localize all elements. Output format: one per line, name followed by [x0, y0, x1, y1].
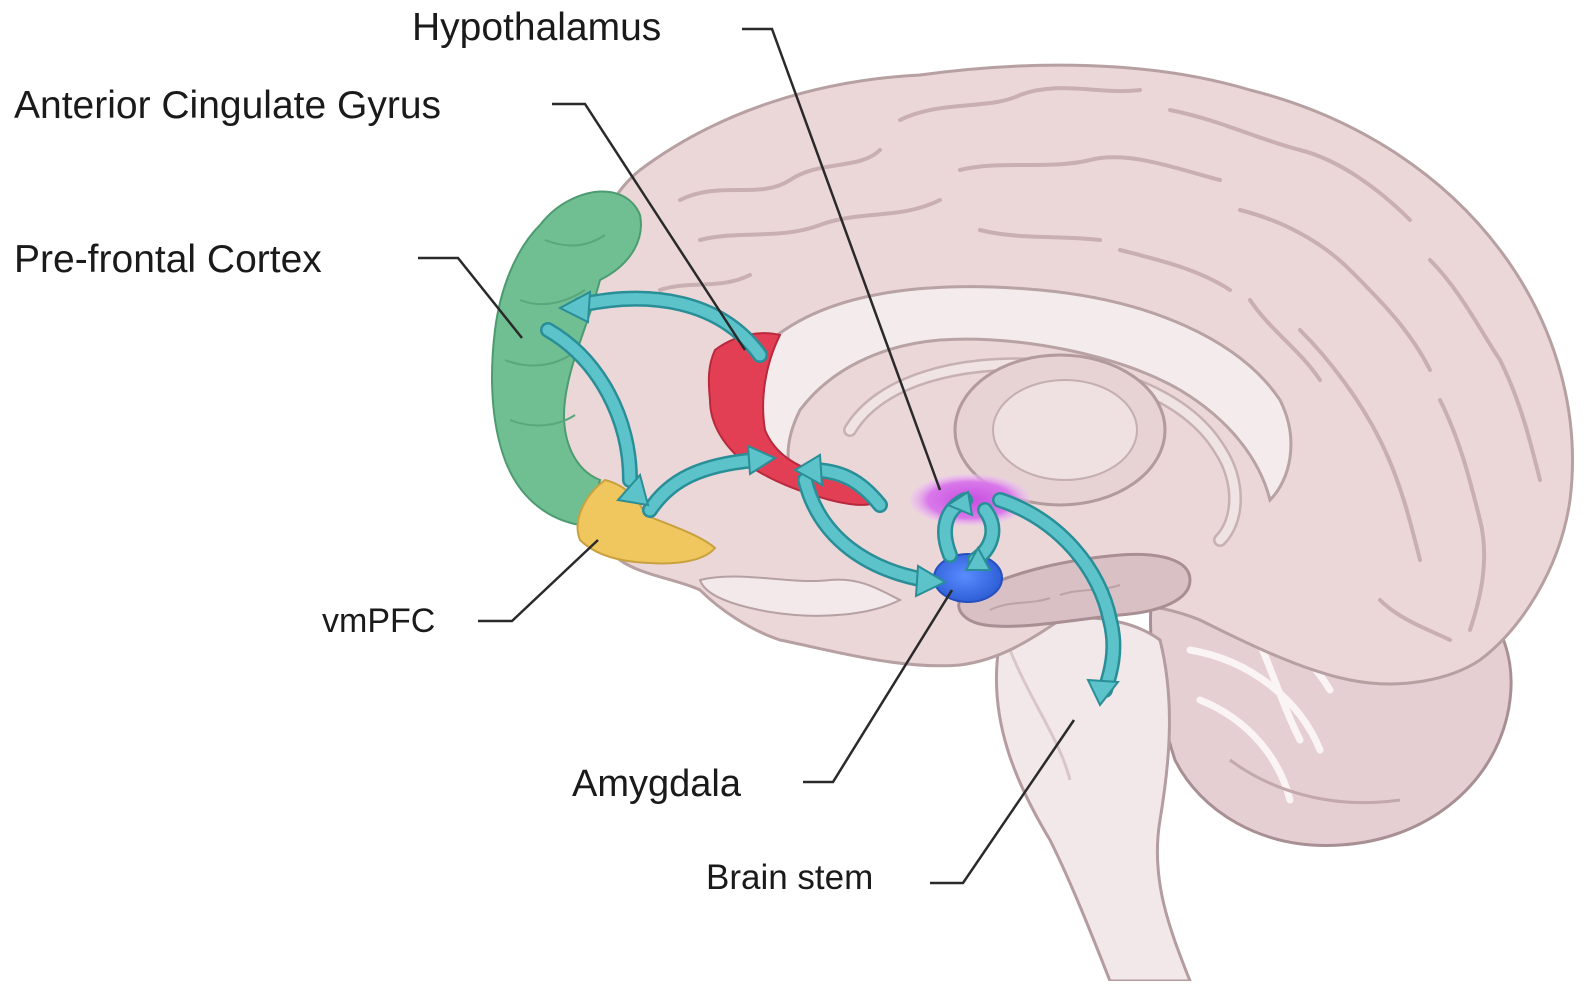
brain-stem [996, 618, 1190, 982]
label-amygdala: Amygdala [572, 765, 741, 803]
label-brain-stem: Brain stem [706, 860, 873, 895]
label-hypothalamus: Hypothalamus [412, 8, 661, 47]
label-prefrontal-cortex: Pre-frontal Cortex [14, 240, 322, 279]
label-vmpfc: vmPFC [322, 604, 435, 638]
label-anterior-cingulate-gyrus: Anterior Cingulate Gyrus [14, 86, 441, 125]
